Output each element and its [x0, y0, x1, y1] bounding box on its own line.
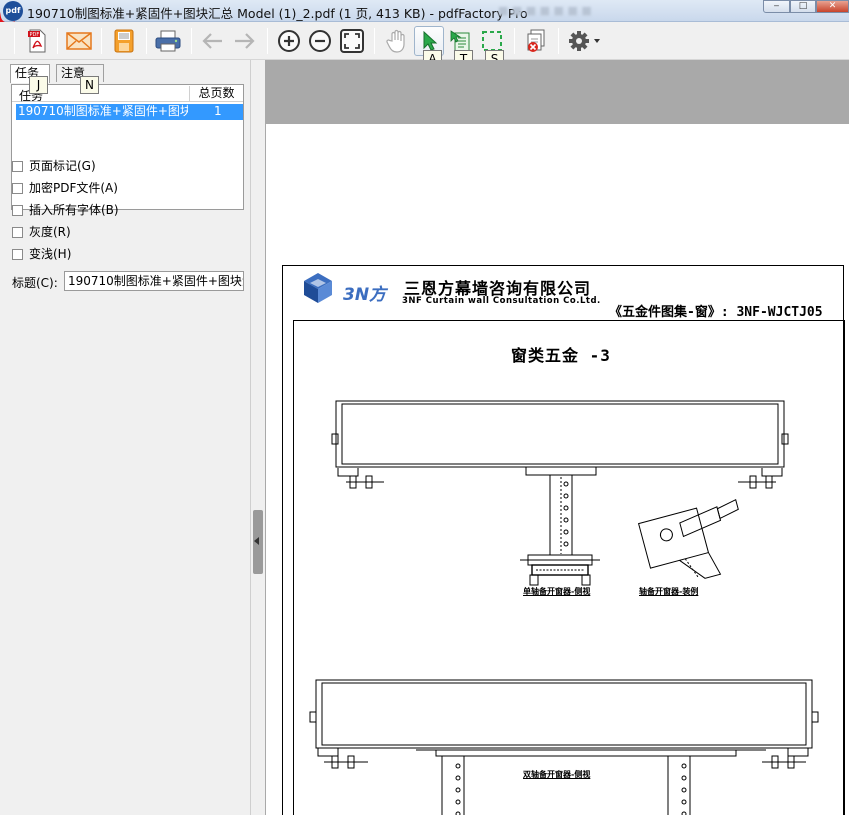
zoom-out-icon[interactable] [305, 26, 335, 56]
option-encrypt-pdf[interactable]: 加密PDF文件(A) [12, 180, 118, 196]
zoom-in-icon[interactable] [274, 26, 304, 56]
toolbar-separator [191, 28, 192, 54]
print-icon[interactable] [153, 26, 183, 56]
keytip-notes: N [80, 76, 99, 94]
drawing-border [282, 265, 844, 815]
task-list: 任务 总页数 190710制图标准+紧固件+图块... 1 [11, 84, 244, 210]
panel-splitter[interactable] [250, 60, 265, 815]
option-page-marks[interactable]: 页面标记(G) [12, 158, 96, 174]
list-item[interactable]: 190710制图标准+紧固件+图块... 1 [16, 104, 243, 120]
toolbar-separator [146, 28, 147, 54]
hand-icon[interactable] [382, 26, 412, 56]
forward-arrow-icon[interactable] [229, 26, 259, 56]
caption-bracket-detail: 轴备开窗器-装例 [639, 587, 699, 596]
toolbar-separator [267, 28, 268, 54]
save-icon[interactable] [109, 26, 139, 56]
checkbox[interactable] [12, 248, 23, 260]
maximize-button[interactable]: □ [790, 0, 816, 13]
list-item-name: 190710制图标准+紧固件+图块... [18, 104, 188, 118]
column-header-pages[interactable]: 总页数 [189, 86, 243, 102]
list-header: 任务 总页数 [12, 86, 243, 103]
checkbox[interactable] [12, 182, 23, 194]
toolbar-separator [57, 28, 58, 54]
pdf-page: 3N方 三恩方幕墙咨询有限公司 3NF Curtain wall Consult… [266, 124, 849, 815]
option-label: 灰度(R) [29, 225, 71, 239]
list-item-page-count: 1 [214, 104, 222, 118]
sheet-title: 窗类五金 -3 [511, 346, 611, 365]
title-input[interactable]: 190710制图标准+紧固件+图块汇总 [64, 271, 244, 291]
toolbar-separator [101, 28, 102, 54]
document-code: 《五金件图集-窗》: 3NF-WJCTJ05 [609, 305, 823, 320]
back-arrow-icon[interactable] [198, 26, 228, 56]
toolbar: PDF A T S [0, 22, 849, 68]
option-label: 插入所有字体(B) [29, 203, 119, 217]
checkbox[interactable] [12, 204, 23, 216]
fit-page-icon[interactable] [337, 26, 367, 56]
option-lighten[interactable]: 变浅(H) [12, 246, 71, 262]
company-logo-icon [304, 273, 332, 303]
collapse-arrow-icon[interactable] [254, 537, 259, 545]
company-name-en: 3NF Curtain wall Consultation Co.Ltd. [402, 296, 601, 306]
toolbar-separator [374, 28, 375, 54]
delete-page-icon[interactable] [521, 26, 551, 56]
toolbar-separator [558, 28, 559, 54]
option-embed-fonts[interactable]: 插入所有字体(B) [12, 202, 119, 218]
email-icon[interactable] [64, 26, 94, 56]
svg-text:PDF: PDF [30, 32, 40, 38]
technical-drawing [309, 400, 819, 815]
option-grayscale[interactable]: 灰度(R) [12, 224, 71, 240]
keytip-tasks: J [29, 76, 48, 94]
inner-frame [293, 320, 845, 815]
left-panel: 任务 注意 任务 总页数 190710制图标准+紧固件+图块... 1 J N … [0, 60, 250, 815]
toolbar-separator [14, 28, 15, 54]
title-bar: pdf 190710制图标准+紧固件+图块汇总 Model (1)_2.pdf … [0, 0, 849, 28]
caption-double-axis-side: 双轴备开窗器-侧视 [523, 770, 591, 779]
close-button[interactable]: ✕ [816, 0, 849, 13]
option-label: 变浅(H) [29, 247, 72, 261]
option-label: 加密PDF文件(A) [29, 181, 118, 195]
title-label: 标题(C): [12, 276, 58, 290]
tab-notes[interactable]: 注意 [56, 64, 104, 82]
toolbar-separator [514, 28, 515, 54]
gear-icon[interactable] [565, 26, 605, 56]
option-label: 页面标记(G) [29, 159, 96, 173]
logo-text: 3N方 [343, 285, 387, 305]
preview-area[interactable]: 3N方 三恩方幕墙咨询有限公司 3NF Curtain wall Consult… [265, 60, 849, 815]
background-window-ghost: ■ ■ ■ ■ ■ ■ ■ [498, 4, 592, 17]
pdffactory-logo-icon: pdf [3, 1, 23, 21]
pdf-icon[interactable]: PDF [22, 26, 52, 56]
company-name-cn: 三恩方幕墙咨询有限公司 [404, 279, 592, 298]
minimize-button[interactable]: ‒ [763, 0, 790, 13]
checkbox[interactable] [12, 226, 23, 238]
text-select-icon[interactable] [446, 26, 476, 56]
checkbox[interactable] [12, 160, 23, 172]
caption-single-axis-side: 单轴备开窗器-侧视 [523, 587, 591, 596]
window-title: 190710制图标准+紧固件+图块汇总 Model (1)_2.pdf (1 页… [27, 6, 528, 21]
